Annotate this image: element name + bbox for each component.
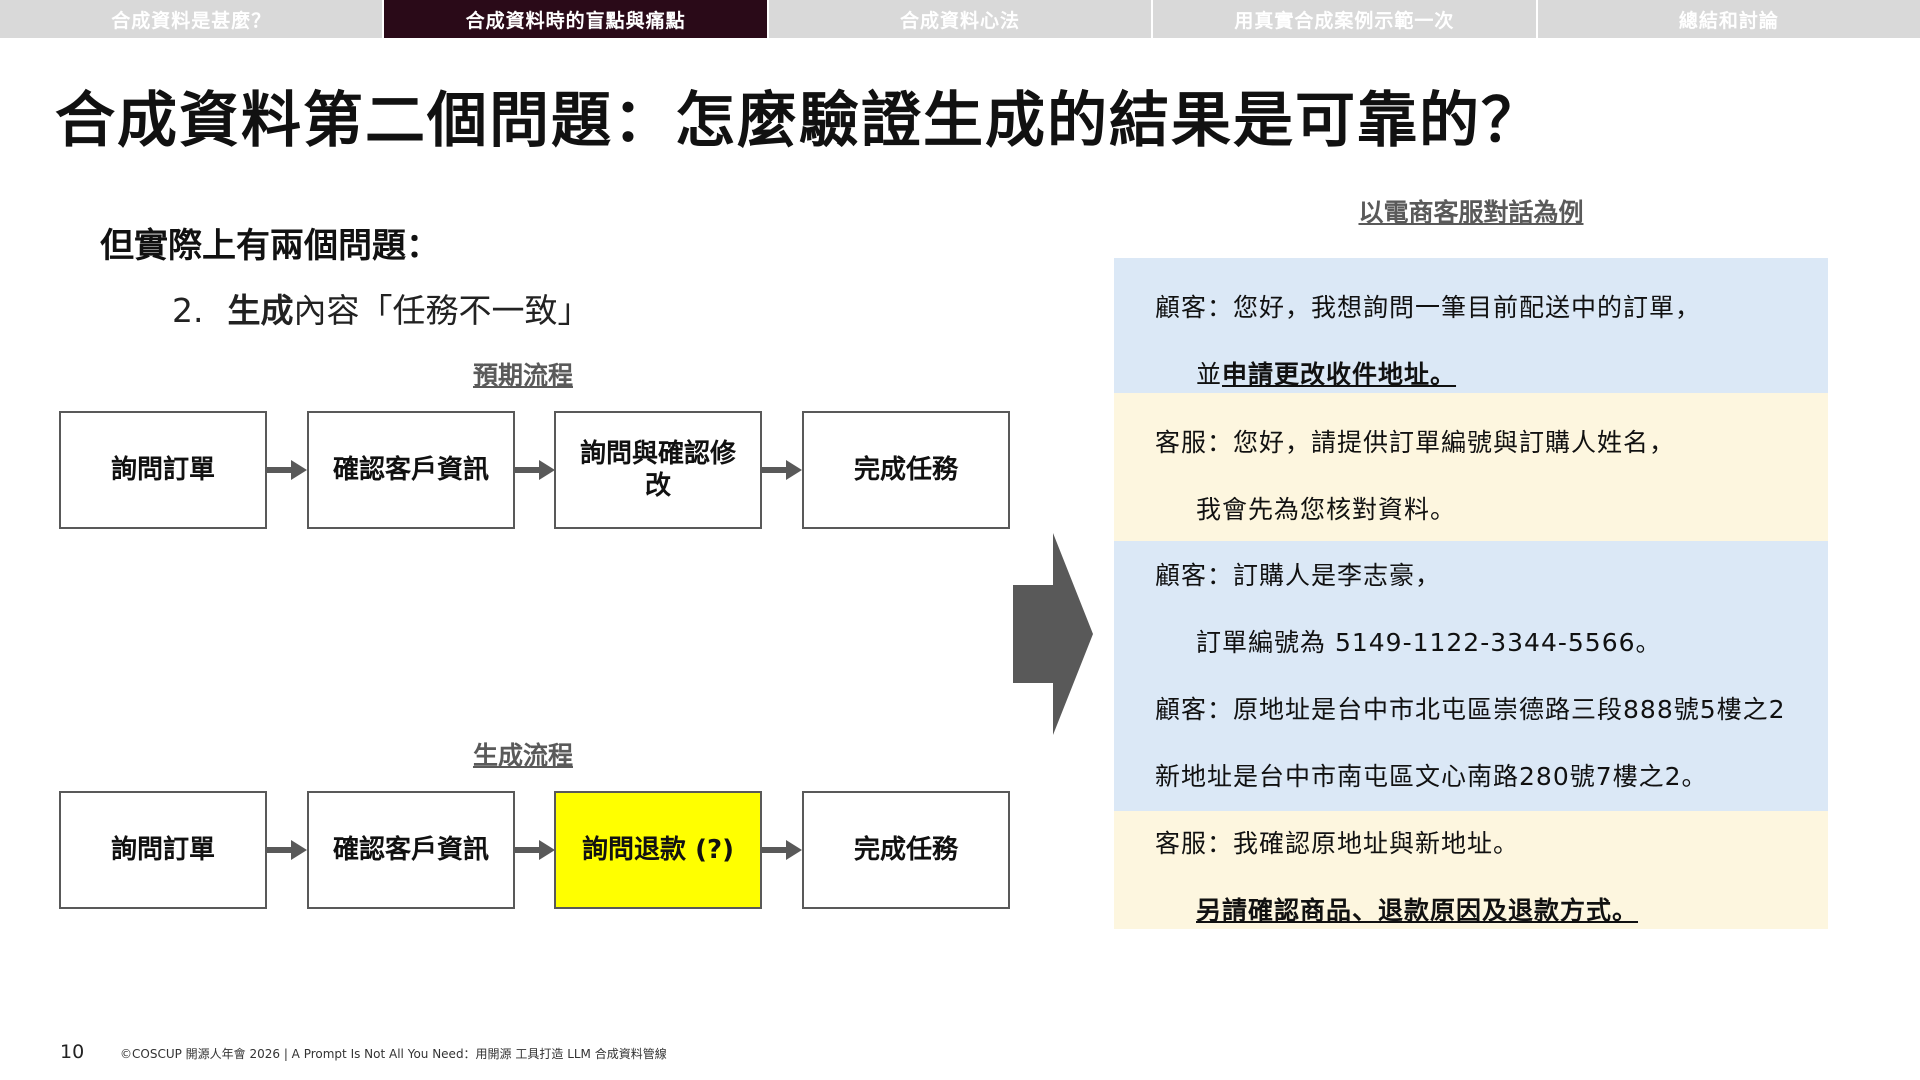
dialogue-line: 新地址是台中市南屯區文心南路280號7樓之2。 (1155, 762, 1708, 791)
generated-step-3-highlighted: 詢問退款 (?) (554, 791, 762, 909)
customer-block: 顧客：訂購人是李志豪， 訂單編號為 5149-1122-3344-5566。 顧… (1114, 541, 1828, 811)
expected-flow: 詢問訂單 確認客戶資訊 詢問與確認修改 完成任務 (59, 411, 1010, 531)
dialogue-underlined-text: 申請更改收件地址。 (1222, 360, 1457, 389)
dialogue-line: 顧客：您好，我想詢問一筆目前配送中的訂單， (1155, 293, 1702, 322)
dialogue-text: 並 (1196, 360, 1223, 389)
dialogue-line: 訂單編號為 5149-1122-3344-5566。 (1196, 628, 1662, 657)
expected-step-1: 詢問訂單 (59, 411, 267, 529)
expected-step-3: 詢問與確認修改 (554, 411, 762, 529)
list-number: 2. (172, 291, 204, 330)
expected-flow-label: 預期流程 (472, 361, 573, 390)
flow-arrow-icon (515, 840, 555, 860)
nav-tab-blind-spots[interactable]: 合成資料時的盲點與痛點 (384, 0, 769, 38)
big-right-arrow-icon (1013, 533, 1093, 735)
dialogue-example: 顧客：您好，我想詢問一筆目前配送中的訂單， 並申請更改收件地址。 客服：您好，請… (1114, 258, 1828, 929)
flow-arrow-icon (762, 460, 802, 480)
flow-arrow-icon (267, 840, 307, 860)
dialogue-line: 我會先為您核對資料。 (1196, 495, 1457, 524)
agent-block: 客服：您好，請提供訂單編號與訂購人姓名， 我會先為您核對資料。 (1114, 393, 1828, 541)
page-title: 合成資料第二個問題：怎麼驗證生成的結果是可靠的？ (55, 86, 1543, 156)
agent-block: 客服：我確認原地址與新地址。 另請確認商品、退款原因及退款方式。 (1114, 811, 1828, 929)
page-number: 10 (60, 1041, 85, 1063)
top-nav: 合成資料是甚麼？ 合成資料時的盲點與痛點 合成資料心法 用真實合成案例示範一次 … (0, 0, 1920, 38)
nav-tab-summary[interactable]: 總結和討論 (1537, 0, 1920, 38)
flow-arrow-icon (515, 460, 555, 480)
dialogue-line: 客服：我確認原地址與新地址。 (1155, 829, 1520, 858)
flow-arrow-icon (762, 840, 802, 860)
section-subhead: 但實際上有兩個問題： (100, 226, 440, 266)
expected-step-2: 確認客戶資訊 (307, 411, 515, 529)
flow-arrow-icon (267, 460, 307, 480)
dialogue-line: 並申請更改收件地址。 (1196, 355, 1456, 391)
dialogue-underlined-text: 另請確認商品、退款原因及退款方式。 (1196, 896, 1639, 925)
customer-block: 顧客：您好，我想詢問一筆目前配送中的訂單， 並申請更改收件地址。 (1114, 258, 1828, 393)
dialogue-line: 顧客：原地址是台中市北屯區崇德路三段888號5樓之2 (1155, 695, 1786, 724)
dialogue-line: 另請確認商品、退款原因及退款方式。 (1196, 891, 1638, 927)
generated-flow: 詢問訂單 確認客戶資訊 詢問退款 (?) 完成任務 (59, 791, 1010, 911)
dialogue-line: 顧客：訂購人是李志豪， (1155, 561, 1442, 590)
nav-tab-real-case-demo[interactable]: 用真實合成案例示範一次 (1153, 0, 1538, 38)
list-text: 內容「任務不一致」 (293, 291, 591, 330)
expected-step-4: 完成任務 (802, 411, 1010, 529)
nav-tab-principles[interactable]: 合成資料心法 (768, 0, 1154, 38)
footer-copyright: ©COSCUP 開源人年會 2026 | A Prompt Is Not All… (120, 1047, 667, 1061)
generated-step-1: 詢問訂單 (59, 791, 267, 909)
generated-step-2: 確認客戶資訊 (307, 791, 515, 909)
problem-list-item: 2. 生成內容「任務不一致」 (172, 284, 591, 332)
example-title: 以電商客服對話為例 (1358, 198, 1584, 227)
generated-flow-label: 生成流程 (472, 741, 573, 770)
list-strong-text: 生成 (227, 291, 294, 330)
dialogue-line: 客服：您好，請提供訂單編號與訂購人姓名， (1155, 428, 1676, 457)
nav-tab-what-is-synthetic-data[interactable]: 合成資料是甚麼？ (0, 0, 385, 38)
generated-step-4: 完成任務 (802, 791, 1010, 909)
